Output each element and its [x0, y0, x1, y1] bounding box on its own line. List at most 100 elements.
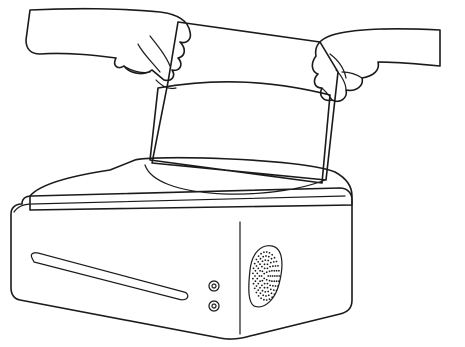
- power-button: [209, 281, 219, 291]
- cancel-button: [209, 301, 219, 311]
- grille-dot: [271, 270, 273, 272]
- grille-dot: [259, 263, 261, 265]
- grille-dot: [273, 261, 275, 263]
- grille-dot: [267, 291, 269, 293]
- grille-dot: [264, 283, 266, 285]
- grille-dot: [259, 275, 261, 277]
- grille-dot: [263, 299, 265, 301]
- grille-dot: [256, 278, 258, 280]
- grille-dot: [271, 292, 273, 294]
- grille-dot: [261, 275, 263, 277]
- grille-dot: [260, 253, 262, 255]
- grille-dot: [254, 275, 256, 277]
- grille-dot: [256, 259, 258, 261]
- grille-dot: [264, 268, 266, 270]
- grille-dot: [273, 280, 275, 282]
- grille-dot: [265, 295, 267, 297]
- grille-dot: [256, 273, 258, 275]
- grille-dot: [262, 270, 264, 272]
- grille-dot: [264, 263, 266, 265]
- grille-dot: [274, 275, 276, 277]
- grille-dot: [256, 292, 258, 294]
- grille-dot: [269, 280, 271, 282]
- grille-dot: [267, 263, 269, 265]
- grille-dot: [276, 261, 278, 263]
- grille-dot: [260, 292, 262, 294]
- grille-dot: [276, 275, 278, 277]
- grille-dot: [257, 289, 259, 291]
- printer-icon: [11, 158, 352, 339]
- grille-dot: [256, 265, 258, 267]
- grille-dot: [269, 285, 271, 287]
- grille-dot: [267, 283, 269, 285]
- grille-dot: [260, 297, 262, 299]
- grille-dot: [252, 273, 254, 275]
- grille-dot: [265, 255, 267, 257]
- grille-dot: [270, 275, 272, 277]
- grille-dot: [266, 271, 268, 273]
- grille-dot: [271, 280, 273, 282]
- grille-dot: [273, 270, 275, 272]
- grille-dot: [254, 288, 256, 290]
- grille-dot: [267, 275, 269, 277]
- grille-dot: [267, 268, 269, 270]
- grille-dot: [268, 294, 270, 296]
- grille-dot: [278, 270, 280, 272]
- grille-dot: [256, 285, 258, 287]
- grille-dot: [271, 258, 273, 260]
- grille-dot: [255, 280, 257, 282]
- grille-dot: [259, 287, 261, 289]
- grille-dot: [262, 280, 264, 282]
- grille-dot: [278, 275, 280, 277]
- grille-dot: [277, 265, 279, 267]
- grille-dot: [268, 256, 270, 258]
- grille-dot: [252, 278, 254, 280]
- grille-dot: [269, 298, 271, 300]
- grille-dot: [272, 285, 274, 287]
- grille-dot: [260, 258, 262, 260]
- grille-dot: [262, 260, 264, 262]
- grille-dot: [259, 270, 261, 272]
- grille-dot: [267, 260, 269, 262]
- grille-dot: [257, 261, 259, 263]
- grille-dot: [255, 270, 257, 272]
- grille-dot: [266, 251, 268, 253]
- grille-dot: [272, 275, 274, 277]
- grille-dot: [262, 256, 264, 258]
- grille-dot: [269, 252, 271, 254]
- grille-dot: [253, 267, 255, 269]
- right-hand-icon: [312, 29, 440, 101]
- grille-dot: [262, 290, 264, 292]
- paper-slot: [31, 253, 187, 300]
- grille-dot: [264, 259, 266, 261]
- grille-dot: [272, 265, 274, 267]
- grille-dot: [257, 268, 259, 270]
- grille-dot: [259, 280, 261, 282]
- grille-dot: [262, 294, 264, 296]
- grille-dot: [266, 299, 268, 301]
- grille-dot: [261, 285, 263, 287]
- grille-dot: [258, 295, 260, 297]
- grille-dot: [276, 270, 278, 272]
- grille-dot: [271, 254, 273, 256]
- grille-dot: [276, 280, 278, 282]
- grille-dot: [253, 283, 255, 285]
- grille-dot: [269, 270, 271, 272]
- grille-dot: [274, 257, 276, 259]
- grille-dot: [263, 273, 265, 275]
- grille-dot: [263, 278, 265, 280]
- grille-dot: [275, 265, 277, 267]
- left-hand-icon: [26, 9, 190, 89]
- grille-dot: [273, 289, 275, 291]
- grille-dot: [264, 291, 266, 293]
- grille-dot: [267, 287, 269, 289]
- grille-dot: [257, 283, 259, 285]
- grille-dot: [266, 279, 268, 281]
- grille-dot: [258, 255, 260, 257]
- grille-dot: [264, 287, 266, 289]
- grille-dot: [269, 266, 271, 268]
- grille-dot: [261, 266, 263, 268]
- grille-dot: [275, 285, 277, 287]
- grille-dot: [270, 289, 272, 291]
